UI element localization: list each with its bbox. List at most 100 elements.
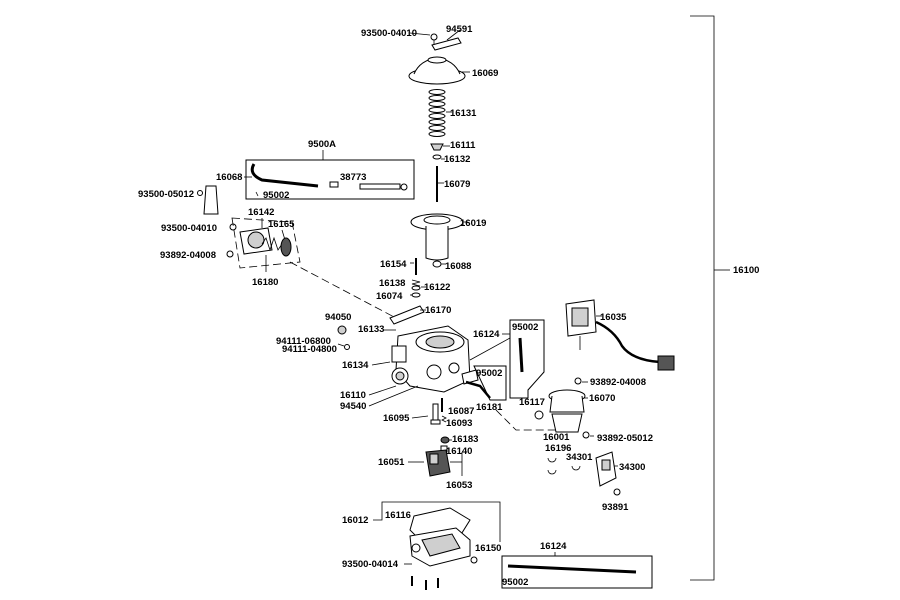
choke-cover-16180	[239, 227, 273, 255]
hose-box-16124-bottom	[501, 555, 653, 589]
hose-16124-bottom	[507, 564, 637, 574]
connector-34300	[595, 451, 617, 487]
oring-16117	[534, 410, 544, 420]
label-93891: 93891	[602, 502, 629, 513]
label-95002-kit: 95002	[263, 190, 289, 201]
label-16181: 16181	[476, 402, 503, 413]
hose-16124-mid	[518, 337, 524, 373]
needle-seat-16111	[430, 143, 444, 151]
label-16001: 16001	[543, 432, 570, 443]
assembly-number-label: 16100	[733, 265, 759, 276]
choke-body-16001	[551, 413, 583, 433]
bracket-93500-05012	[197, 185, 219, 215]
assembly-bracket	[690, 15, 715, 581]
label-95002-mid: 95002	[512, 322, 538, 333]
auto-choke-16035	[565, 299, 675, 371]
cable-plate-94591	[431, 37, 462, 51]
spring-16138	[411, 279, 421, 287]
label-16079: 16079	[444, 179, 470, 190]
label-95002-bottom: 95002	[502, 577, 528, 588]
hose-box-95002	[473, 365, 507, 401]
label-16088: 16088	[445, 261, 471, 272]
oring-16183	[440, 436, 450, 444]
label-16140: 16140	[446, 446, 472, 457]
label-16150: 16150	[475, 543, 501, 554]
label-16051: 16051	[378, 457, 405, 468]
vacuum-piston-16019	[410, 213, 464, 261]
oring-16074	[411, 292, 421, 298]
label-16131: 16131	[450, 108, 477, 119]
label-16012: 16012	[342, 515, 368, 526]
float-bowl-16012	[409, 527, 471, 567]
throttle-linkage-16170	[389, 305, 425, 325]
label-9500A: 9500A	[308, 139, 336, 150]
label-16117: 16117	[519, 397, 545, 408]
screw-93892-04008-left	[226, 250, 234, 258]
label-93892-05012: 93892-05012	[597, 433, 653, 444]
label-95002-hose: 95002	[476, 368, 502, 379]
label-16133: 16133	[358, 324, 384, 335]
kit-box-9500A	[245, 159, 415, 200]
label-16087: 16087	[448, 406, 474, 417]
label-16035: 16035	[600, 312, 627, 323]
nut-94050	[337, 325, 347, 335]
carburetor-body-16110	[391, 325, 479, 393]
label-93892-04008-right: 93892-04008	[590, 377, 646, 388]
clip-34301	[571, 465, 581, 471]
label-16053: 16053	[446, 480, 472, 491]
float-16051	[425, 449, 451, 477]
clip-95002-kit	[255, 191, 259, 197]
choke-cover-16070	[548, 389, 586, 413]
choke-assembly-dashed-box	[231, 217, 301, 269]
label-16095: 16095	[383, 413, 410, 424]
label-38773: 38773	[340, 172, 366, 183]
label-16070: 16070	[589, 393, 615, 404]
label-16165: 16165	[268, 219, 295, 230]
label-16116: 16116	[385, 510, 411, 521]
label-93500-05012: 93500-05012	[138, 189, 194, 200]
label-94540: 94540	[340, 401, 366, 412]
label-34301: 34301	[566, 452, 593, 463]
hose-box-16124-mid	[509, 319, 545, 399]
label-16154: 16154	[380, 259, 407, 270]
label-94591: 94591	[446, 24, 473, 35]
label-16170: 16170	[425, 305, 451, 316]
label-16138: 16138	[379, 278, 405, 289]
label-16111: 16111	[450, 140, 476, 151]
drain-hose-16181	[465, 380, 491, 399]
label-16019: 16019	[460, 218, 486, 229]
screw-93891	[613, 488, 621, 496]
label-16134: 16134	[342, 360, 369, 371]
label-16074: 16074	[376, 291, 403, 302]
label-16132: 16132	[444, 154, 470, 165]
label-94111-06800: 94111-06800	[276, 336, 331, 347]
clip-16196	[547, 457, 557, 475]
label-16124-mid: 16124	[473, 329, 500, 340]
label-16142: 16142	[248, 207, 274, 218]
label-94050: 94050	[325, 312, 351, 323]
choke-spring-16165	[261, 236, 292, 257]
label-93500-04010-left: 93500-04010	[161, 223, 217, 234]
label-16183: 16183	[452, 434, 478, 445]
label-16124-bottom: 16124	[540, 541, 567, 552]
label-16093: 16093	[446, 418, 472, 429]
bowl-screws-93500-04014	[411, 576, 439, 590]
label-93892-04008-left: 93892-04008	[160, 250, 216, 261]
needle-jet-16088	[432, 260, 442, 268]
label-16180: 16180	[252, 277, 278, 288]
label-16069: 16069	[472, 68, 498, 79]
label-93500-04010-top: 93500-04010	[361, 28, 417, 39]
label-16068: 16068	[216, 172, 242, 183]
spring-16131	[428, 89, 446, 137]
screw-93892-04008-right	[574, 377, 582, 385]
diaphragm-cover-16069	[408, 56, 466, 85]
label-34300: 34300	[619, 462, 645, 473]
washer-16122	[411, 285, 421, 291]
label-93500-04014: 93500-04014	[342, 559, 399, 570]
screw-93892-05012	[582, 431, 590, 439]
pilot-screw-16095	[430, 403, 441, 425]
clip-38773	[329, 181, 408, 191]
label-94111-04800: 94111-04800	[282, 344, 337, 355]
label-16122: 16122	[424, 282, 450, 293]
